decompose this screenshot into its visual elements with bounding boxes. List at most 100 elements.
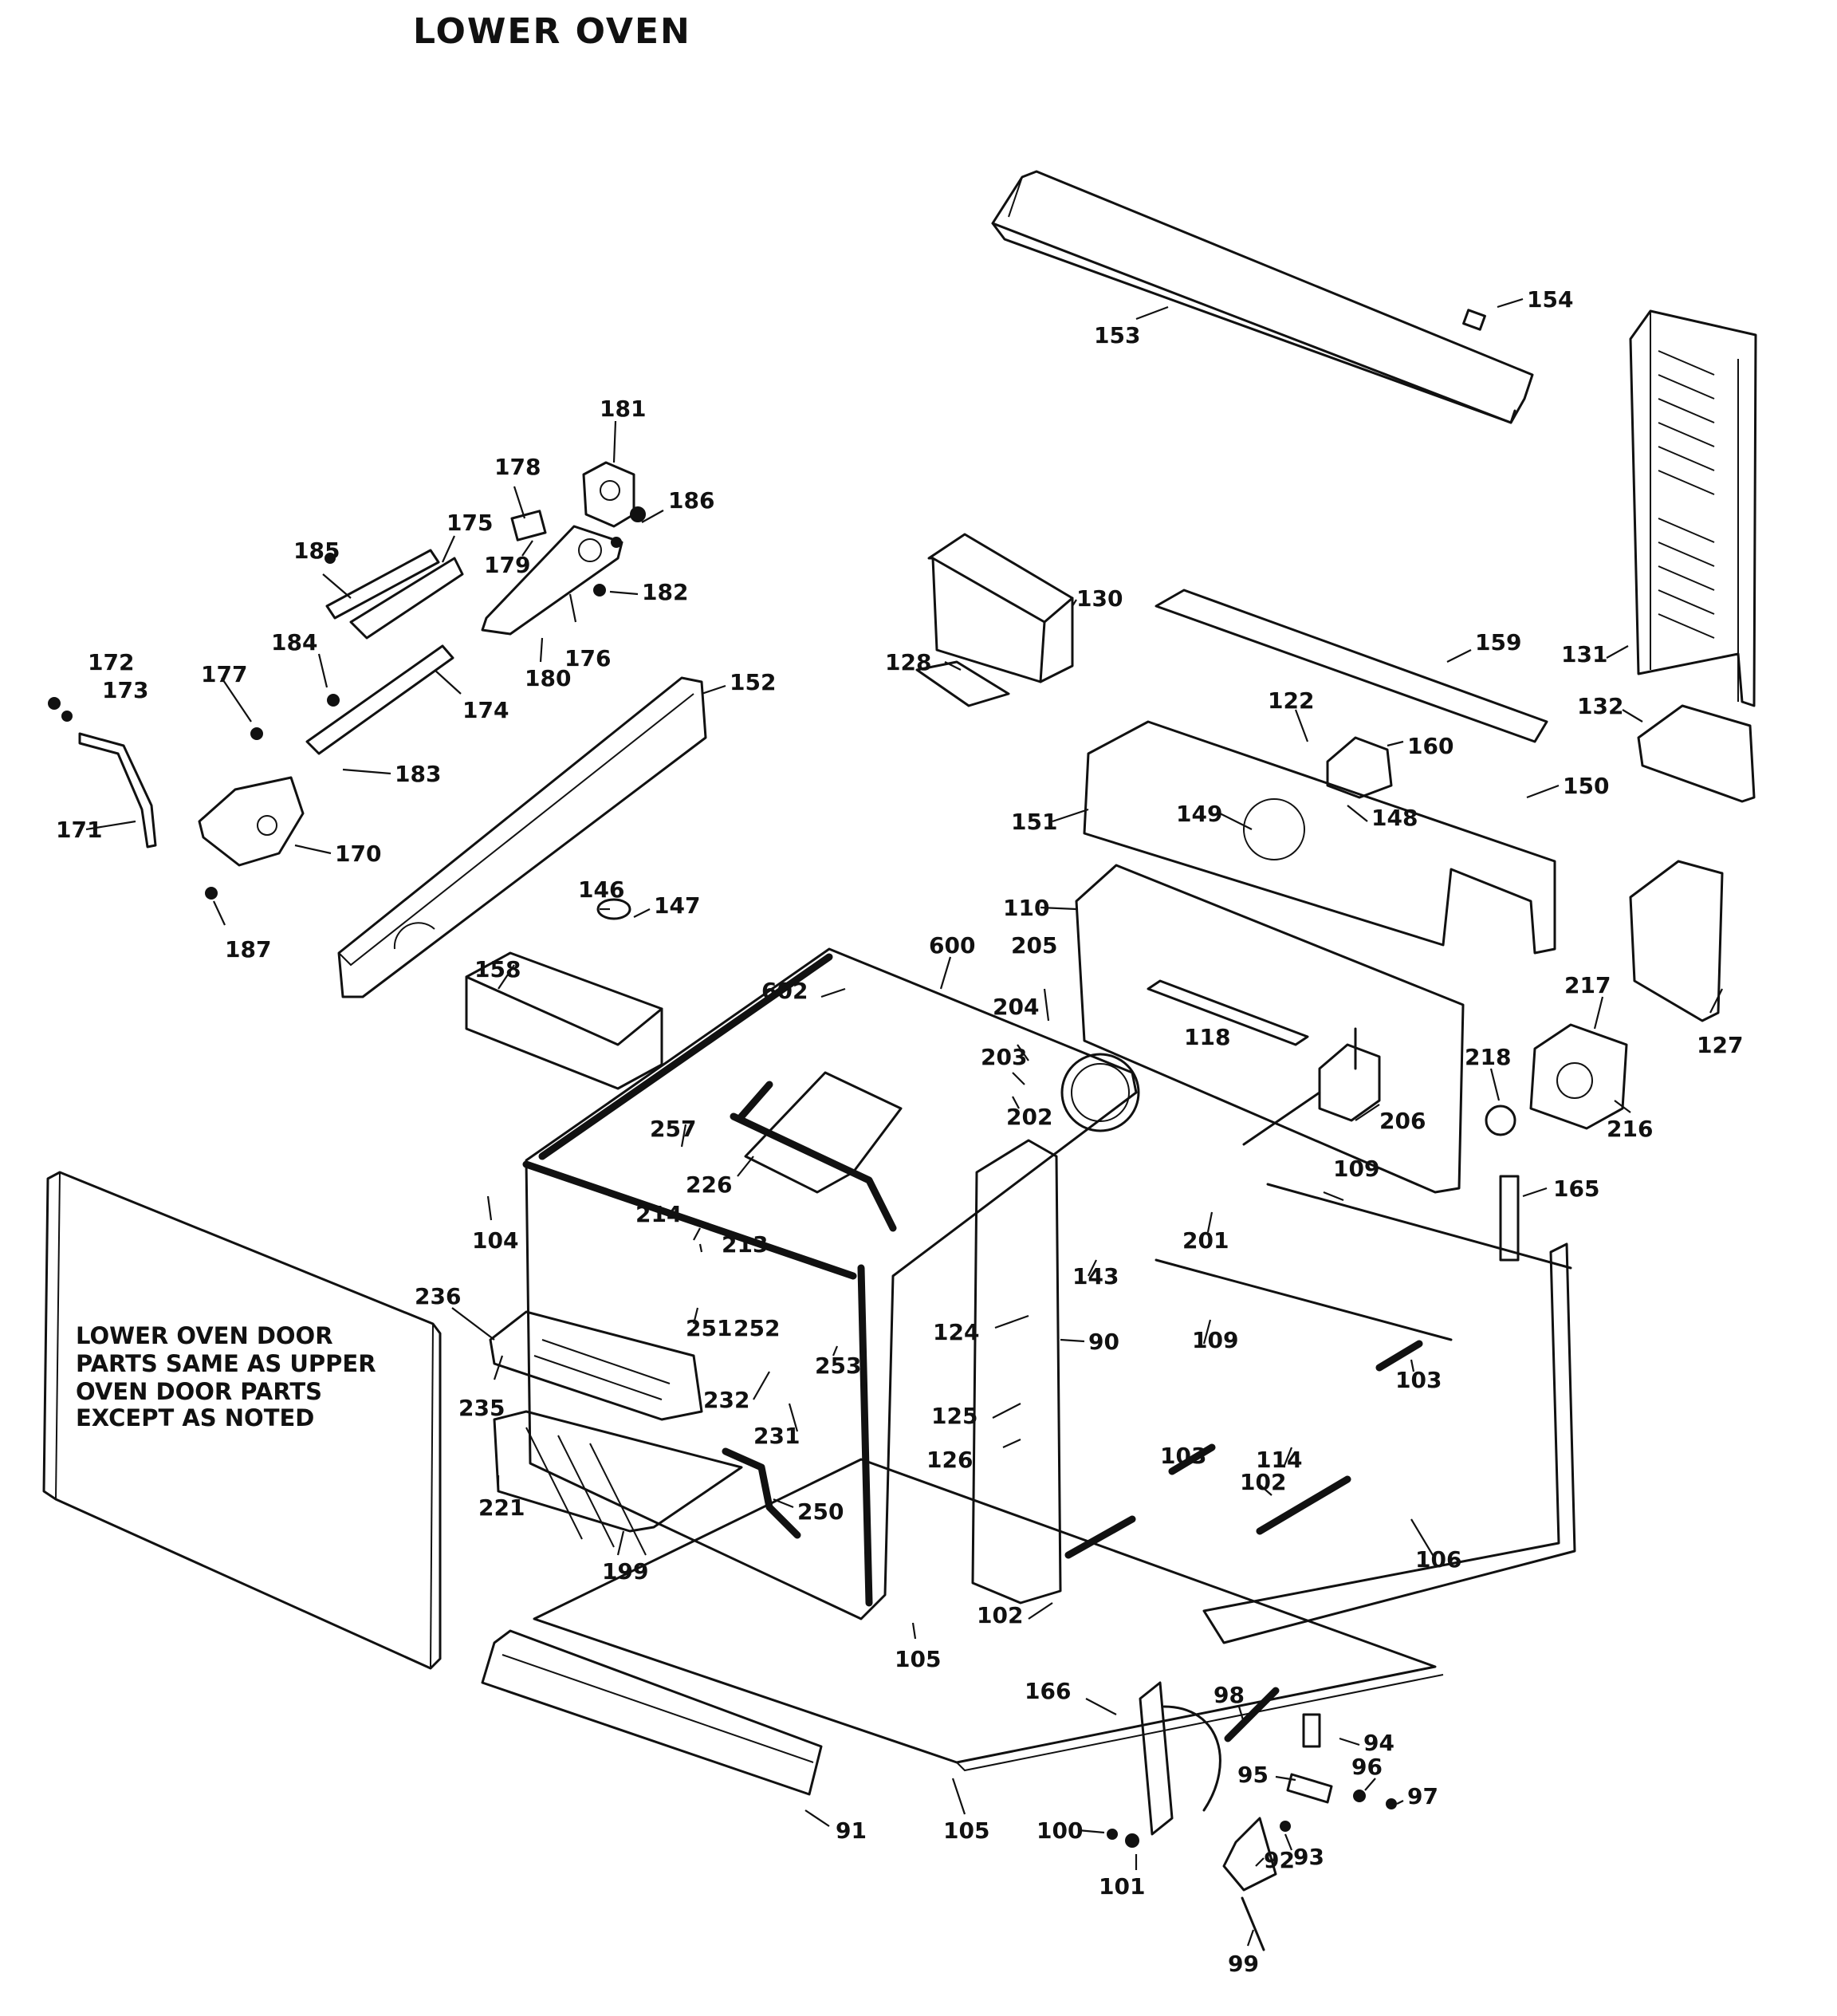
callout-231: 231: [753, 1423, 800, 1449]
callout-185: 185: [293, 537, 340, 564]
callout-151: 151: [1011, 809, 1057, 835]
callout-125: 125: [931, 1403, 978, 1429]
callout-154: 154: [1527, 286, 1573, 313]
callout-184: 184: [271, 629, 317, 656]
callout-171: 171: [56, 817, 102, 843]
callout-97: 97: [1407, 1783, 1438, 1809]
part-171-rod: [78, 732, 157, 849]
callout-187: 187: [225, 936, 271, 963]
callout-170: 170: [335, 841, 381, 867]
callout-130: 130: [1076, 585, 1123, 612]
diagram-title: LOWER OVEN: [413, 11, 691, 52]
callout-148: 148: [1371, 805, 1418, 831]
note-line-1: LOWER OVEN DOOR: [76, 1322, 333, 1349]
callout-201: 201: [1182, 1227, 1229, 1254]
door-note: LOWER OVEN DOOR PARTS SAME AS UPPER OVEN…: [76, 1322, 376, 1431]
part-152-rail: [337, 676, 707, 998]
callout-202: 202: [1006, 1104, 1052, 1130]
callout-118: 118: [1184, 1024, 1230, 1050]
callout-110: 110: [1003, 895, 1049, 921]
callout-94: 94: [1363, 1730, 1394, 1756]
callout-205: 205: [1011, 932, 1057, 959]
callout-232: 232: [703, 1387, 749, 1413]
callout-160: 160: [1407, 733, 1453, 759]
part-146-thermostat: [596, 898, 631, 920]
callout-182: 182: [642, 579, 688, 605]
callout-165: 165: [1553, 1175, 1599, 1202]
note-line-3: OVEN DOOR PARTS: [76, 1378, 322, 1405]
part-127-bracket: [1629, 860, 1724, 1022]
callout-126: 126: [926, 1447, 973, 1473]
callout-173: 173: [102, 677, 148, 703]
callout-103-b: 103: [1160, 1443, 1206, 1469]
part-91-kick-panel: [481, 1629, 823, 1796]
callout-251: 251: [686, 1315, 732, 1341]
callout-181: 181: [600, 396, 646, 422]
leader-lines: [85, 297, 1723, 1947]
callout-204: 204: [993, 994, 1039, 1020]
callout-128: 128: [885, 649, 931, 675]
callout-159: 159: [1475, 629, 1521, 656]
callout-131: 131: [1561, 641, 1607, 667]
callout-105-a: 105: [895, 1646, 941, 1672]
callout-216: 216: [1607, 1116, 1653, 1142]
callout-104: 104: [472, 1227, 518, 1254]
callout-124: 124: [933, 1319, 979, 1345]
part-131-side-panel: [1629, 309, 1757, 707]
callout-218: 218: [1465, 1044, 1511, 1070]
callout-179: 179: [484, 552, 530, 578]
callout-105-b: 105: [943, 1817, 989, 1844]
callout-109-b: 109: [1192, 1327, 1238, 1353]
callout-183: 183: [395, 761, 441, 787]
part-118-strip: [1147, 979, 1309, 1046]
part-178-switch: [510, 510, 547, 541]
callout-174: 174: [462, 697, 509, 723]
callout-217: 217: [1564, 972, 1611, 998]
callout-199: 199: [602, 1558, 648, 1585]
callout-221: 221: [478, 1494, 525, 1521]
callout-166: 166: [1025, 1678, 1071, 1704]
callout-101: 101: [1099, 1873, 1145, 1900]
oven-door-panel: [42, 1171, 442, 1670]
callout-600: 600: [929, 932, 975, 959]
part-176-lock-bracket: [481, 525, 623, 636]
part-165-clip: [1499, 1175, 1520, 1262]
rods-109: [1155, 1183, 1572, 1341]
part-159-panel: [1155, 589, 1548, 743]
callout-176: 176: [564, 645, 611, 671]
callout-252: 252: [734, 1315, 780, 1341]
callout-109-a: 109: [1333, 1156, 1379, 1182]
part-236-broil-pan: [489, 1310, 703, 1421]
part-216-housing: [1529, 1023, 1628, 1130]
callout-90: 90: [1088, 1329, 1119, 1355]
callout-132: 132: [1577, 693, 1623, 719]
part-181-lock-motor: [582, 461, 635, 528]
part-221-oven-rack: [493, 1410, 743, 1556]
callout-214: 214: [635, 1201, 682, 1227]
callout-235: 235: [458, 1395, 505, 1421]
callout-labels: 153 154 131 132 181 178 186 175 185 179 …: [56, 286, 1743, 1977]
part-153-top-trim: [991, 170, 1534, 424]
callout-106: 106: [1415, 1546, 1461, 1573]
part-175-lock-link: [325, 549, 464, 640]
part-132-bracket: [1637, 704, 1756, 803]
part-206-thermostat: [1242, 1043, 1381, 1146]
callout-172: 172: [88, 649, 134, 675]
callout-226: 226: [686, 1171, 732, 1198]
note-line-2: PARTS SAME AS UPPER: [76, 1350, 376, 1377]
part-226-heat-shield: [744, 1071, 903, 1194]
part-110-rear-panel: [1075, 864, 1465, 1194]
callout-127: 127: [1697, 1032, 1743, 1058]
part-218-knob: [1485, 1104, 1516, 1136]
springs: [1064, 1340, 1423, 1559]
callout-253: 253: [815, 1353, 861, 1379]
callout-99: 99: [1228, 1951, 1259, 1977]
callout-180: 180: [525, 665, 571, 691]
lower-linkage: [1107, 1681, 1397, 1951]
callout-257: 257: [650, 1116, 696, 1142]
callout-93: 93: [1293, 1844, 1324, 1870]
callout-158: 158: [474, 956, 521, 982]
callout-203: 203: [981, 1044, 1027, 1070]
small-screws-left: [48, 506, 646, 900]
